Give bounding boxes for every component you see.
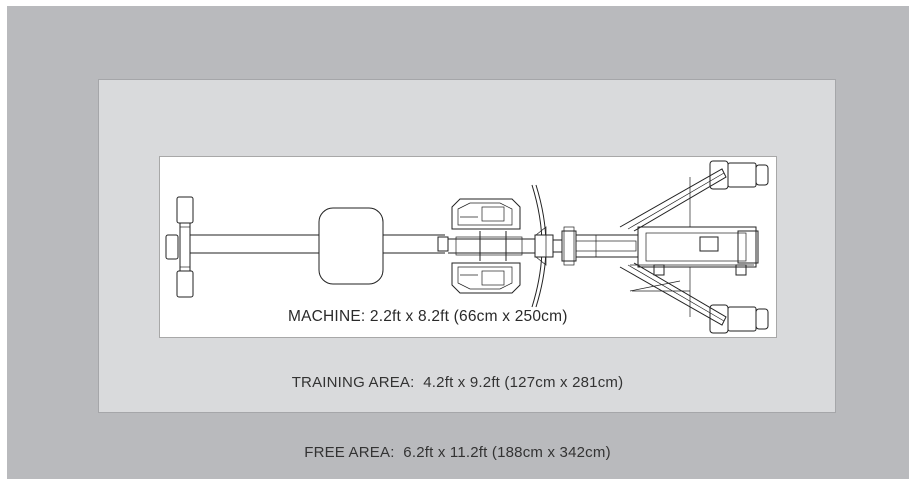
flywheel-housing	[630, 226, 759, 276]
beam	[575, 234, 638, 258]
footrest-upper	[451, 198, 521, 230]
free-area-dimensions-label: FREE AREA: 6.2ft x 11.2ft (188cm x 342cm…	[304, 444, 611, 461]
rear-foot	[165, 196, 194, 298]
footrest-center	[448, 231, 535, 261]
rail	[190, 234, 449, 254]
footrest-lower	[451, 262, 521, 294]
seat	[318, 207, 384, 285]
rowing-machine-drawing	[165, 160, 769, 334]
handle	[531, 184, 554, 308]
training-area-dimensions-label: TRAINING AREA: 4.2ft x 9.2ft (127cm x 28…	[291, 374, 624, 391]
machine-dimensions-label: MACHINE: 2.2ft x 8.2ft (66cm x 250cm)	[286, 308, 570, 326]
front-stabilizer	[619, 168, 727, 326]
front-wheels	[709, 160, 769, 334]
connector	[553, 226, 577, 266]
